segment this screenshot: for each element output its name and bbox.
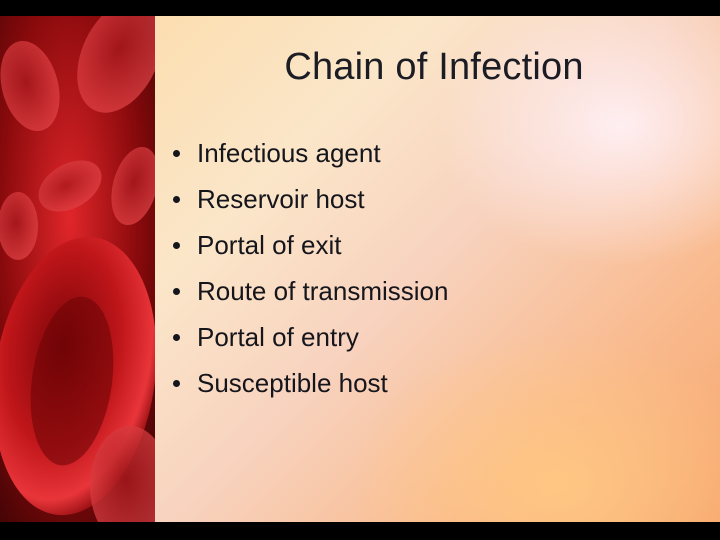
bullet-dot-icon [173, 380, 180, 387]
bullet-text: Reservoir host [197, 184, 365, 214]
bullet-item: Portal of exit [170, 222, 448, 268]
red-blood-cells-image [0, 16, 155, 522]
bullet-dot-icon [173, 150, 180, 157]
bullet-text: Susceptible host [197, 368, 388, 398]
bullet-dot-icon [173, 242, 180, 249]
bullet-item: Susceptible host [170, 360, 448, 406]
slide-title: Chain of Infection [284, 46, 584, 88]
bullet-list: Infectious agent Reservoir host Portal o… [170, 130, 448, 406]
bullet-item: Reservoir host [170, 176, 448, 222]
bullet-item: Infectious agent [170, 130, 448, 176]
bullet-text: Infectious agent [197, 138, 381, 168]
bullet-dot-icon [173, 196, 180, 203]
bullet-text: Portal of exit [197, 230, 342, 260]
bullet-dot-icon [173, 288, 180, 295]
bullet-text: Route of transmission [197, 276, 449, 306]
bullet-dot-icon [173, 334, 180, 341]
bullet-item: Route of transmission [170, 268, 448, 314]
slide: Chain of Infection Infectious agent Rese… [0, 16, 720, 522]
bullet-text: Portal of entry [197, 322, 359, 352]
bullet-item: Portal of entry [170, 314, 448, 360]
